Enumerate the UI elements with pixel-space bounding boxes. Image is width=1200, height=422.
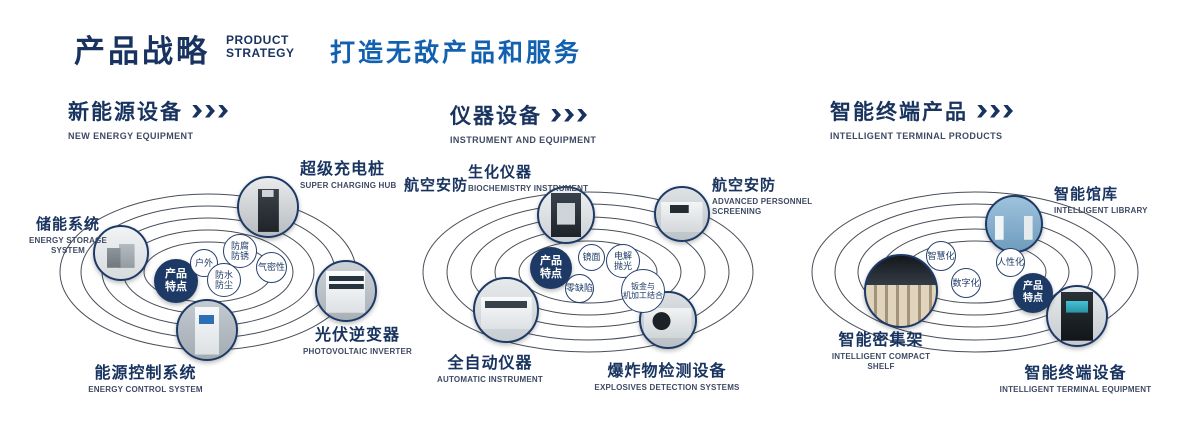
triple-chevron-icon xyxy=(977,104,1013,118)
orbit-group-intelligent-terminal xyxy=(811,191,1139,353)
page-title-en-line2: STRATEGY xyxy=(226,45,295,60)
feature-bubble-waterproof: 防水 防尘 xyxy=(207,263,241,297)
section-title: 智能终端产品 xyxy=(830,101,968,124)
product-label-intelligent-library: 智能馆库 INTELLIGENT LIBRARY xyxy=(1054,183,1174,216)
product-features-badge: 产品 特点 xyxy=(530,247,572,289)
product-name: 生化仪器 xyxy=(468,164,533,181)
product-name-en: AUTOMATIC INSTRUMENT xyxy=(437,375,543,384)
feature-bubble-airtightness: 气密性 xyxy=(256,252,287,283)
feature-bubble-mirror: 镜面 xyxy=(578,244,605,271)
product-name: 智能馆库 xyxy=(1054,186,1119,203)
triple-chevron-icon xyxy=(551,108,587,122)
section-header-new-energy: 新能源设备 NEW ENERGY EQUIPMENT xyxy=(68,96,228,141)
section-header-instrument: 仪器设备 INSTRUMENT AND EQUIPMENT xyxy=(450,100,596,145)
product-name-en: ENERGY CONTROL SYSTEM xyxy=(88,385,203,394)
product-name-en: ENERGY STORAGE SYSTEM xyxy=(28,236,108,256)
product-label-energy-storage: 储能系统 ENERGY STORAGE SYSTEM xyxy=(22,213,114,257)
product-label-automatic-instrument: 全自动仪器 AUTOMATIC INSTRUMENT xyxy=(425,349,555,385)
product-name: 智能密集架 xyxy=(838,332,924,349)
intelligent-compact-shelf-image xyxy=(864,254,938,328)
intelligent-library-image xyxy=(985,195,1043,253)
product-name: 全自动仪器 xyxy=(447,355,533,372)
product-label-personnel-screening: 航空安防 ADVANCED PERSONNEL SCREENING xyxy=(712,174,817,218)
feature-bubble-anticorrosion: 防腐 防锈 xyxy=(223,234,257,268)
product-name: 光伏逆变器 xyxy=(314,327,400,344)
product-name-en: PHOTOVOLTAIC INVERTER xyxy=(302,347,413,356)
super-charging-hub-image xyxy=(237,176,299,238)
product-name-en: SUPER CHARGING HUB xyxy=(300,181,397,190)
product-name-en: ADVANCED PERSONNEL SCREENING xyxy=(712,197,813,217)
section-header-intelligent-terminal: 智能终端产品 INTELLIGENT TERMINAL PRODUCTS xyxy=(830,96,1013,141)
page-title-en-line1: PRODUCT xyxy=(226,33,289,47)
intelligent-terminal-equipment-image xyxy=(1046,285,1108,347)
section-subtitle: INSTRUMENT AND EQUIPMENT xyxy=(450,135,597,145)
product-label-energy-control-system: 能源控制系统 ENERGY CONTROL SYSTEM xyxy=(83,359,208,395)
biochemistry-instrument-image xyxy=(537,186,595,244)
product-name-en: EXPLOSIVES DETECTION SYSTEMS xyxy=(594,383,740,392)
product-label-super-charging-hub: 超级充电桩 SUPER CHARGING HUB xyxy=(300,155,445,191)
personnel-screening-image xyxy=(654,186,710,242)
section-title: 仪器设备 xyxy=(450,105,542,128)
label-aviation-security: 航空安防 xyxy=(404,174,484,195)
product-name-en: BIOCHEMISTRY INSTRUMENT xyxy=(468,184,589,193)
feature-bubble-digital: 数字化 xyxy=(951,268,981,298)
product-name-en: INTELLIGENT COMPACT SHELF xyxy=(831,352,931,372)
product-name: 爆炸物检测设备 xyxy=(607,363,727,380)
page-title-en: PRODUCT STRATEGY xyxy=(226,34,294,59)
section-subtitle: NEW ENERGY EQUIPMENT xyxy=(68,131,194,141)
product-features-badge: 产品 特点 xyxy=(1013,273,1053,313)
photovoltaic-inverter-image xyxy=(315,260,377,322)
feature-bubble-sheetmetal-machining: 钣金与 机加工结合 xyxy=(621,269,665,313)
product-name: 储能系统 xyxy=(35,216,100,233)
product-name: 航空安防 xyxy=(712,177,777,194)
section-subtitle: INTELLIGENT TERMINAL PRODUCTS xyxy=(830,131,1003,141)
product-label-intelligent-compact-shelf: 智能密集架 INTELLIGENT COMPACT SHELF xyxy=(822,326,940,373)
page-title: 产品战略 xyxy=(74,34,210,69)
product-label-biochemistry-instrument: 生化仪器 BIOCHEMISTRY INSTRUMENT xyxy=(468,161,603,194)
product-name: 航空安防 xyxy=(404,177,469,194)
energy-storage-system-image xyxy=(93,225,149,281)
triple-chevron-icon xyxy=(192,104,228,118)
product-label-photovoltaic-inverter: 光伏逆变器 PHOTOVOLTAIC INVERTER xyxy=(300,321,415,357)
feature-bubble-intelligent: 智慧化 xyxy=(926,241,956,271)
tagline: 打造无敌产品和服务 xyxy=(330,39,583,67)
automatic-instrument-image xyxy=(473,277,539,343)
product-name-en: INTELLIGENT LIBRARY xyxy=(1054,206,1148,215)
product-name: 超级充电桩 xyxy=(300,161,386,178)
feature-bubble-humanized: 人性化 xyxy=(996,248,1025,277)
section-title: 新能源设备 xyxy=(68,101,183,124)
product-name: 智能终端设备 xyxy=(1024,365,1127,382)
feature-bubble-zero-defect: 零缺陷 xyxy=(565,274,594,303)
energy-control-system-image xyxy=(176,299,238,361)
product-name-en: INTELLIGENT TERMINAL EQUIPMENT xyxy=(999,385,1152,394)
product-label-intelligent-terminal-equipment: 智能终端设备 INTELLIGENT TERMINAL EQUIPMENT xyxy=(993,359,1158,395)
product-name: 能源控制系统 xyxy=(94,365,197,382)
product-label-explosives-detection: 爆炸物检测设备 EXPLOSIVES DETECTION SYSTEMS xyxy=(577,357,757,393)
